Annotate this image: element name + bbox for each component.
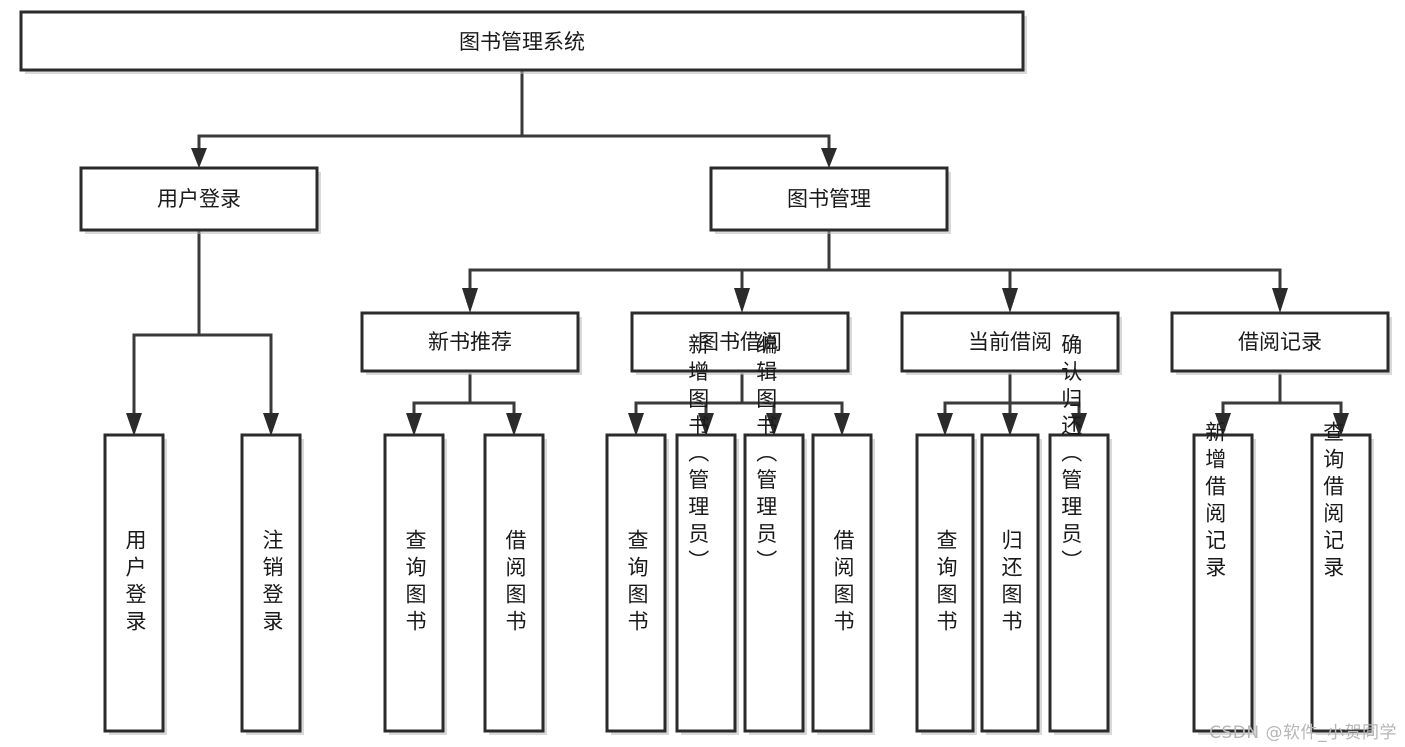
node-leaf-query-book-2[interactable]: 查询图书 (605, 433, 669, 735)
node-leaf-user-login[interactable]: 用户登录 (103, 433, 167, 735)
node-new-book-rec[interactable]: 新书推荐 (360, 311, 582, 375)
leaf-logout-label: 注销登录 (260, 529, 284, 637)
arrowhead-new-book-rec (462, 288, 478, 313)
arrowhead-leaf-logout (263, 413, 279, 436)
leaf-user-login-box[interactable] (103, 433, 165, 733)
arrowhead-current-borrow (1002, 288, 1018, 313)
arrowhead-leaf-query-book-1 (406, 413, 422, 436)
leaf-query-book-1-box[interactable] (383, 433, 445, 733)
node-leaf-logout[interactable]: 注销登录 (240, 433, 304, 735)
leaf-query-record-box[interactable] (1310, 433, 1372, 733)
leaf-add-book-label: 新增图书（管理员） (686, 334, 710, 577)
leaf-add-book-box[interactable] (675, 433, 737, 733)
node-leaf-query-book-3[interactable]: 查询图书 (915, 433, 977, 735)
node-leaf-add-book[interactable]: 新增图书（管理员） (675, 334, 739, 736)
arrowhead-leaf-confirm-return (1071, 413, 1087, 436)
current-borrow-box[interactable] (900, 311, 1120, 373)
leaf-return-book-label: 归还图书 (999, 529, 1023, 637)
leaf-edit-book-box[interactable] (743, 433, 805, 733)
leaf-user-login-label: 用户登录 (123, 529, 147, 637)
connector-layer (126, 68, 1349, 436)
arrowhead-leaf-borrow-book-2 (834, 413, 850, 436)
book-manage-label: 图书管理 (787, 187, 871, 211)
node-leaf-return-book[interactable]: 归还图书 (980, 433, 1042, 735)
node-leaf-query-record[interactable]: 查询借阅记录 (1310, 421, 1374, 735)
node-root[interactable]: 图书管理系统 (19, 10, 1027, 74)
new-book-rec-label: 新书推荐 (428, 330, 512, 354)
book-borrow-box[interactable] (630, 311, 850, 373)
node-leaf-borrow-book-1[interactable]: 借阅图书 (483, 433, 547, 735)
leaf-confirm-return-box[interactable] (1048, 433, 1110, 733)
leaf-borrow-book-2-box[interactable] (811, 433, 873, 733)
leaf-query-book-2-label: 查询图书 (625, 529, 649, 637)
node-book-borrow[interactable]: 图书借阅 (630, 311, 852, 375)
current-borrow-label: 当前借阅 (968, 330, 1052, 354)
leaf-add-record-box[interactable] (1192, 433, 1254, 733)
arrowhead-leaf-return-book (1002, 413, 1018, 436)
book-borrow-label: 图书借阅 (698, 330, 782, 354)
root-box[interactable] (19, 10, 1025, 72)
leaf-borrow-book-1-box[interactable] (483, 433, 545, 733)
arrowhead-book-borrow (734, 288, 750, 313)
arrowhead-borrow-record (1272, 288, 1288, 313)
node-leaf-query-book-1[interactable]: 查询图书 (383, 433, 447, 735)
csdn-watermark: CSDN @软件_小贺同学 (1209, 723, 1397, 743)
user-login-label: 用户登录 (157, 187, 241, 211)
leaf-logout-box[interactable] (240, 433, 302, 733)
arrowhead-user-login (191, 148, 207, 168)
leaf-confirm-return-label: 确认归还（管理员） (1059, 334, 1083, 577)
leaf-add-record-label: 新增借阅记录 (1203, 421, 1227, 583)
leaf-return-book-box[interactable] (980, 433, 1040, 733)
root-label: 图书管理系统 (459, 30, 585, 54)
book-manage-box[interactable] (709, 166, 949, 232)
leaf-query-book-3-box[interactable] (915, 433, 975, 733)
arrowhead-leaf-query-book-2 (628, 413, 644, 436)
node-borrow-record[interactable]: 借阅记录 (1170, 311, 1392, 375)
borrow-record-box[interactable] (1170, 311, 1390, 373)
arrowhead-leaf-borrow-book-1 (506, 413, 522, 436)
node-user-login[interactable]: 用户登录 (79, 166, 321, 234)
arrowhead-leaf-query-record (1333, 413, 1349, 436)
leaf-edit-book-label: 编辑图书（管理员） (754, 334, 778, 577)
arrowhead-book-manage (821, 148, 837, 168)
arrowhead-leaf-query-book-3 (937, 413, 953, 436)
leaf-borrow-book-2-label: 借阅图书 (831, 529, 855, 637)
node-book-manage[interactable]: 图书管理 (709, 166, 951, 234)
arrowhead-leaf-add-record (1215, 413, 1231, 436)
leaf-query-record-label: 查询借阅记录 (1321, 421, 1345, 583)
arrowhead-leaf-user-login (126, 413, 142, 436)
leaf-borrow-book-1-label: 借阅图书 (503, 529, 527, 637)
node-leaf-edit-book[interactable]: 编辑图书（管理员） (743, 334, 807, 736)
node-leaf-add-record[interactable]: 新增借阅记录 (1192, 421, 1256, 735)
arrowhead-leaf-edit-book (766, 413, 782, 436)
user-login-box[interactable] (79, 166, 319, 232)
node-leaf-borrow-book-2[interactable]: 借阅图书 (811, 433, 875, 735)
arrowhead-leaf-add-book (698, 413, 714, 436)
borrow-record-label: 借阅记录 (1238, 330, 1322, 354)
leaf-query-book-1-label: 查询图书 (403, 529, 427, 637)
new-book-rec-box[interactable] (360, 311, 580, 373)
leaf-query-book-3-label: 查询图书 (934, 529, 958, 637)
leaf-query-book-2-box[interactable] (605, 433, 667, 733)
node-current-borrow[interactable]: 当前借阅 (900, 311, 1122, 375)
node-leaf-confirm-return[interactable]: 确认归还（管理员） (1048, 334, 1112, 736)
